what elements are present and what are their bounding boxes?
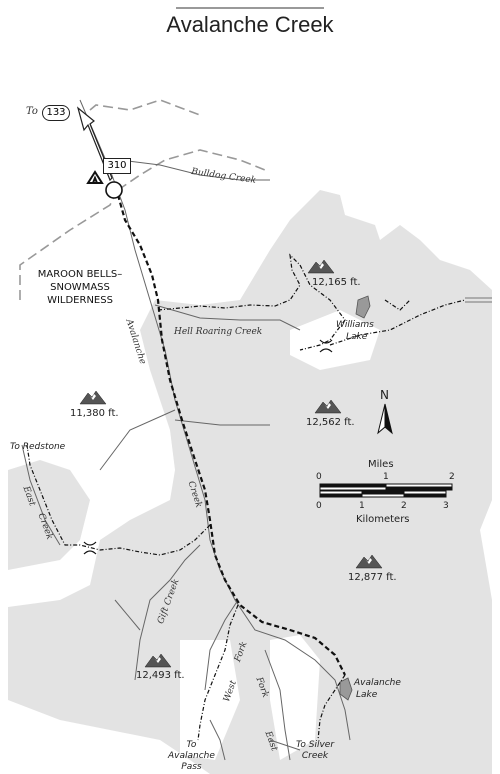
scale-bar (319, 483, 453, 498)
peak-label-2: 11,380 ft. (70, 408, 119, 419)
km-tick-1: 1 (359, 501, 365, 511)
wilderness-line-1: MAROON BELLS– (37, 269, 123, 280)
williams-lake-shape (355, 295, 371, 319)
wilderness-line-3: WILDERNESS (47, 295, 113, 306)
main-trail[interactable] (116, 194, 346, 676)
km-tick-2: 2 (401, 501, 407, 511)
north-arrow (377, 403, 393, 435)
avalanche-lake-shape (339, 677, 353, 701)
campground-icon (86, 170, 104, 184)
to-silver-creek-line-1: To Silver (296, 740, 335, 750)
to-silver-creek-label: To Silver Creek (296, 740, 334, 762)
road-east (465, 297, 492, 303)
williams-lake-label-2: Lake (346, 332, 368, 342)
wilderness-label: MAROON BELLS– SNOWMASS WILDERNESS (25, 268, 135, 307)
page-title: Avalanche Creek (166, 12, 334, 37)
to-redstone-label: To Redstone (10, 442, 66, 452)
trailhead-circle[interactable] (105, 181, 123, 199)
wilderness-line-2: SNOWMASS (50, 282, 110, 293)
miles-tick-1: 1 (383, 472, 389, 482)
km-label: Kilometers (356, 514, 410, 525)
to-avalanche-pass-line-1: To (186, 740, 197, 750)
peak-label-1: 12,165 ft. (312, 277, 361, 288)
miles-label: Miles (368, 459, 394, 470)
to-avalanche-pass-line-2: Avalanche (168, 751, 215, 761)
to-133-label: To (26, 106, 38, 117)
miles-tick-0: 0 (316, 472, 322, 482)
avalanche-lake-label-2: Lake (356, 690, 378, 700)
peak-label-5: 12,493 ft. (136, 670, 185, 681)
pass-symbol-east (319, 339, 333, 353)
peak-label-4: 12,877 ft. (348, 572, 397, 583)
km-tick-3: 3 (443, 501, 449, 511)
to-silver-creek-line-2: Creek (301, 751, 329, 761)
highway-310-shield: 310 (103, 158, 131, 174)
side-trails[interactable] (26, 253, 466, 741)
north-label: N (380, 388, 389, 402)
hell-roaring-creek-label: Hell Roaring Creek (174, 327, 263, 337)
highway-133-shield: 133 (42, 105, 70, 121)
streams (21, 99, 351, 761)
peak-snow (90, 263, 372, 663)
to-avalanche-pass-label: To Avalanche Pass (168, 740, 215, 773)
to-avalanche-pass-line-3: Pass (181, 762, 202, 772)
roads (19, 99, 266, 300)
williams-lake-label-1: Williams (336, 320, 374, 330)
pass-symbol-west (83, 541, 97, 555)
avalanche-lake-label-1: Avalanche (354, 678, 401, 688)
peak-label-3: 12,562 ft. (306, 417, 355, 428)
km-tick-0: 0 (316, 501, 322, 511)
miles-tick-2: 2 (449, 472, 455, 482)
